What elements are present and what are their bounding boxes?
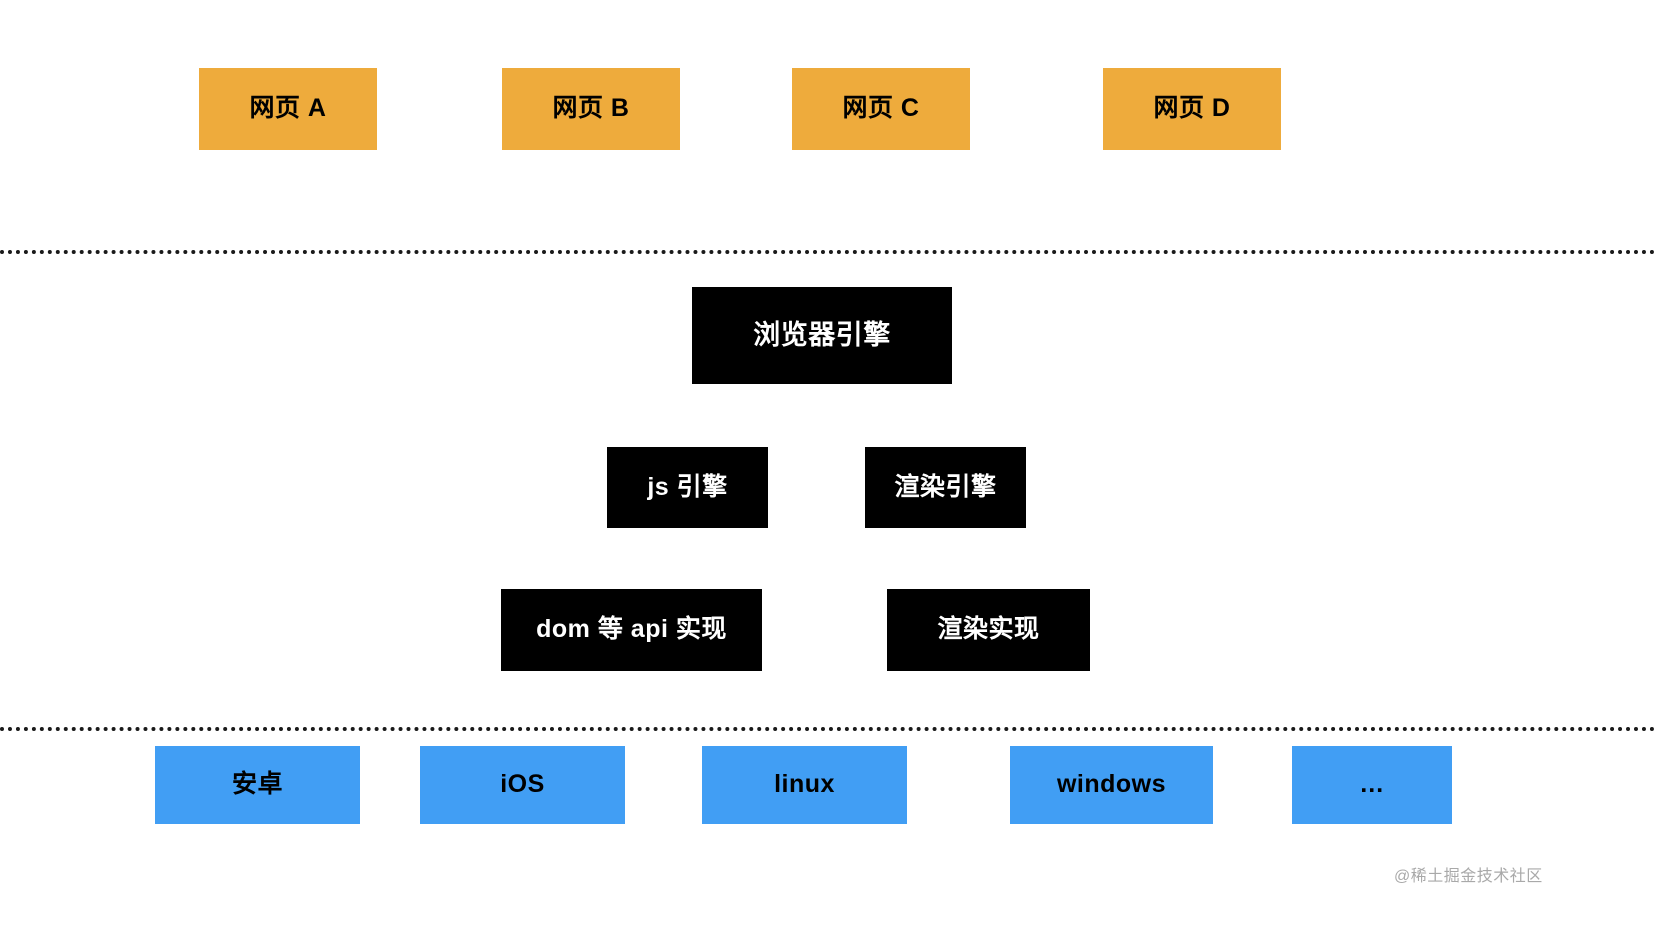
operating-system-node[interactable]: windows <box>1010 746 1213 824</box>
web-page-node[interactable]: 网页 C <box>792 68 970 150</box>
web-page-node[interactable]: 网页 B <box>502 68 680 150</box>
web-page-node[interactable]: 网页 A <box>199 68 377 150</box>
engine-node[interactable]: 浏览器引擎 <box>692 287 952 384</box>
web-page-node[interactable]: 网页 D <box>1103 68 1281 150</box>
engine-node[interactable]: js 引擎 <box>607 447 768 528</box>
operating-system-node[interactable]: linux <box>702 746 907 824</box>
operating-system-node[interactable]: … <box>1292 746 1452 824</box>
engine-node[interactable]: dom 等 api 实现 <box>501 589 762 671</box>
engine-node[interactable]: 渲染引擎 <box>865 447 1026 528</box>
watermark-label: @稀土掘金技术社区 <box>1394 868 1543 885</box>
divider-pages-engines <box>0 250 1656 254</box>
divider-engines-os <box>0 727 1656 731</box>
operating-system-node[interactable]: iOS <box>420 746 625 824</box>
engine-node[interactable]: 渲染实现 <box>887 589 1090 671</box>
operating-system-node[interactable]: 安卓 <box>155 746 360 824</box>
